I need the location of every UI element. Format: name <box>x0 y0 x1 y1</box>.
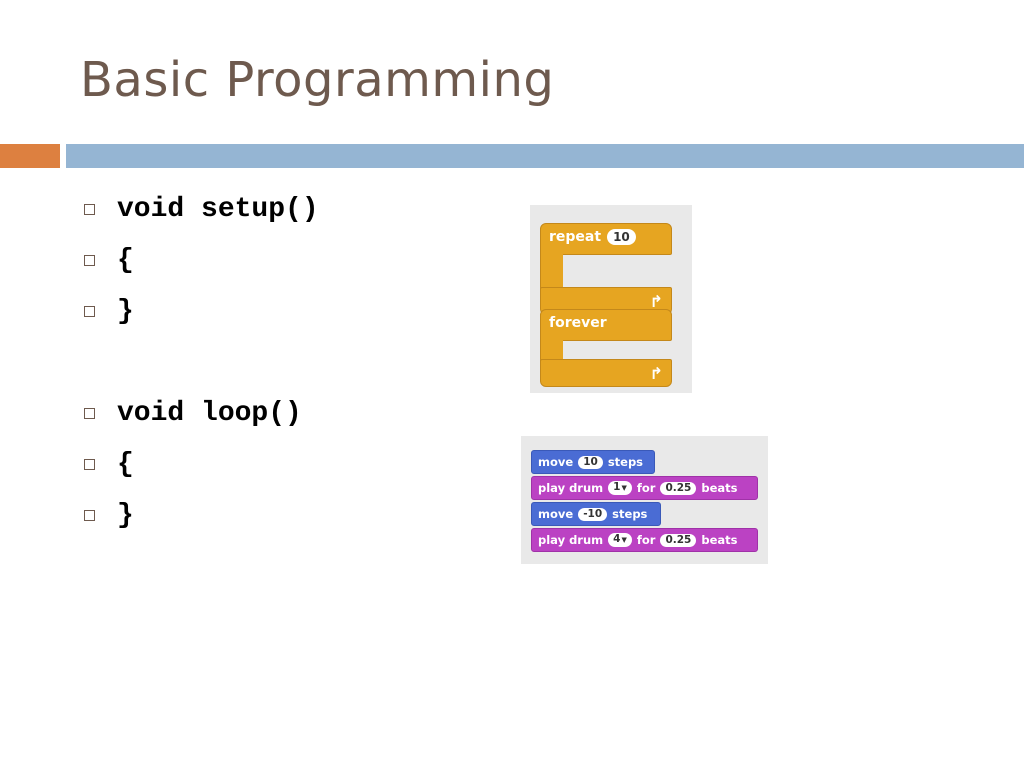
bullet-item: void setup() <box>82 184 319 235</box>
square-bullet-icon <box>84 459 95 470</box>
title-accent-bar <box>0 144 60 168</box>
steps-value: -10 <box>578 507 608 521</box>
bullet-item: } <box>82 286 319 337</box>
bullet-item: } <box>82 490 319 541</box>
bullet-item: { <box>82 235 319 286</box>
block-text: play drum <box>538 533 604 547</box>
square-bullet-icon <box>84 204 95 215</box>
bullet-text: } <box>117 296 134 327</box>
bullet-item: { <box>82 439 319 490</box>
block-text: beats <box>701 533 738 547</box>
square-bullet-icon <box>84 255 95 266</box>
repeat-block: ↱ repeat 10 <box>540 223 672 315</box>
repeat-block-arm <box>540 251 563 289</box>
bullet-text: void setup() <box>117 194 319 225</box>
move-steps-block: move -10 steps <box>531 502 661 526</box>
block-text: beats <box>701 481 738 495</box>
beats-value: 0.25 <box>660 533 697 547</box>
repeat-count: 10 <box>607 229 636 245</box>
beats-value: 0.25 <box>660 481 697 495</box>
play-drum-block: play drum 1 for 0.25 beats <box>531 476 758 500</box>
scratch-control-blocks-image: ↱ repeat 10 ↱ forever <box>530 205 692 393</box>
block-text: for <box>636 533 656 547</box>
bullet-text: { <box>117 449 134 480</box>
bullet-spacer <box>82 337 319 388</box>
title-divider-bar <box>66 144 1024 168</box>
bullet-text: } <box>117 500 134 531</box>
bullet-list: void setup() { } void loop() { } <box>82 184 319 541</box>
repeat-block-label: repeat 10 <box>549 229 636 245</box>
loop-arrow-icon: ↱ <box>649 292 663 311</box>
forever-block: ↱ forever <box>540 309 672 389</box>
square-bullet-icon <box>84 510 95 521</box>
move-steps-block: move 10 steps <box>531 450 655 474</box>
bullet-text: { <box>117 245 134 276</box>
drum-dropdown: 4 <box>608 533 632 547</box>
block-text: move <box>538 455 574 469</box>
block-text: steps <box>607 455 644 469</box>
bullet-text: void loop() <box>117 398 302 429</box>
slide-title: Basic Programming <box>80 52 555 108</box>
loop-arrow-icon: ↱ <box>649 364 663 383</box>
square-bullet-icon <box>84 408 95 419</box>
scratch-stack-blocks-image: move 10 steps play drum 1 for 0.25 beats… <box>521 436 768 564</box>
bullet-item: void loop() <box>82 388 319 439</box>
drum-dropdown: 1 <box>608 481 632 495</box>
block-text: steps <box>612 507 648 521</box>
square-bullet-icon <box>84 306 95 317</box>
play-drum-block: play drum 4 for 0.25 beats <box>531 528 758 552</box>
repeat-label: repeat <box>549 229 602 245</box>
forever-block-bottom: ↱ <box>540 359 672 387</box>
block-text: for <box>636 481 656 495</box>
block-text: play drum <box>538 481 604 495</box>
forever-block-top <box>540 309 672 341</box>
steps-value: 10 <box>578 455 603 469</box>
forever-label: forever <box>549 315 607 331</box>
block-text: move <box>538 507 574 521</box>
repeat-block-top <box>540 223 672 255</box>
forever-block-label: forever <box>549 315 607 331</box>
